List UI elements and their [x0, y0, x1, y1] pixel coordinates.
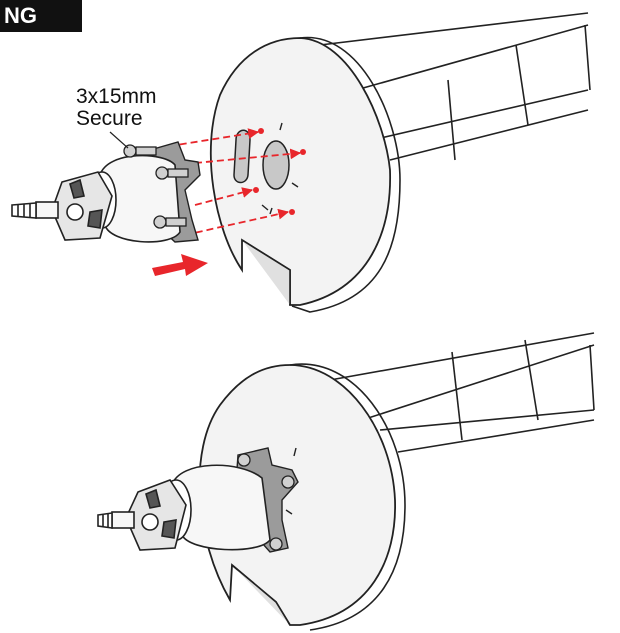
- callout-leader: [109, 131, 129, 149]
- motor-bottom: [97, 464, 271, 551]
- section-tab-label: NG: [4, 3, 37, 28]
- push-arrow: [152, 254, 208, 276]
- top-step-illustration: [11, 12, 591, 313]
- bottom-step-illustration: [97, 332, 595, 631]
- screw-instruction-label: Secure: [76, 107, 143, 130]
- fuselage-frame-bottom: [329, 332, 595, 453]
- screw-size-label: 3x15mm: [76, 85, 157, 108]
- hole-dots: [253, 128, 306, 215]
- screws-top: [123, 144, 189, 229]
- section-tab: NG: [0, 0, 82, 32]
- screw-callout: 3x15mm Secure: [76, 86, 157, 130]
- firewall-top: [209, 36, 401, 313]
- fuselage-frame-top: [319, 12, 591, 161]
- motor-top: [11, 154, 181, 243]
- firewall-bottom: [198, 363, 406, 631]
